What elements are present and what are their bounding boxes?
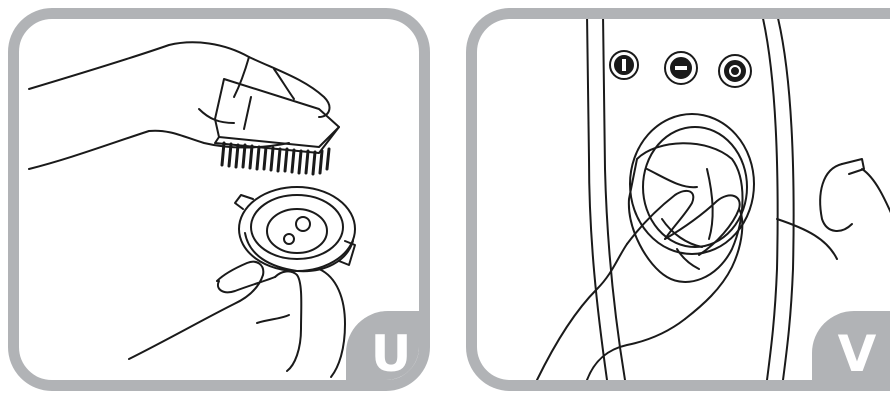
step-label-u: U bbox=[371, 329, 412, 379]
step-badge-u: U bbox=[346, 311, 430, 391]
step-panel-u: U bbox=[8, 8, 430, 391]
step-panel-v: V bbox=[466, 8, 890, 391]
step-badge-v: V bbox=[812, 311, 890, 391]
step-label-v: V bbox=[838, 329, 877, 379]
